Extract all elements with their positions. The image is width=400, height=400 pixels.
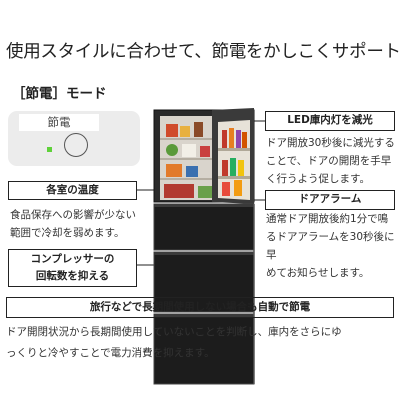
temperature-desc-line: 範囲で冷却を弱めます。	[10, 227, 125, 239]
compressor-title-line: コンプレッサーの	[30, 253, 115, 265]
door-bottle	[222, 160, 228, 176]
temperature-desc-line: 食品保存への影響が少ない	[10, 209, 136, 221]
long-absence-title: 旅行などで長期間使用しない場合も自動で節電	[6, 297, 394, 318]
long-absence-description: ドア開閉状況から長期間使用していないことを判断し、庫内をさらにゆ っくりと冷やす…	[6, 322, 398, 364]
door-shelf	[218, 176, 250, 179]
food-item	[164, 184, 194, 198]
control-panel: 節電	[8, 111, 140, 166]
drawer-handle	[154, 314, 254, 317]
door-bottle	[234, 180, 242, 196]
middle-drawer	[153, 203, 255, 251]
door-shelf	[218, 148, 250, 151]
food-item	[166, 144, 178, 156]
food-item	[198, 186, 212, 198]
led-desc-line: く行うよう促します。	[266, 173, 370, 185]
door-bottle	[222, 182, 230, 196]
power-saving-button-label: 節電	[19, 114, 99, 131]
indicator-led-icon	[47, 147, 52, 152]
temperature-feature-description: 食品保存への影響が少ない 範囲で冷却を弱めます。	[10, 206, 146, 242]
door-bottle	[238, 160, 244, 176]
mode-title: ［節電］モード	[12, 86, 107, 102]
door-bottle	[236, 130, 241, 148]
door-bottle	[229, 128, 234, 148]
drawer-handle	[154, 252, 254, 255]
food-item	[166, 164, 182, 177]
temperature-feature-title: 各室の温度	[8, 181, 137, 200]
food-item	[200, 146, 210, 157]
door-bottle	[230, 158, 236, 176]
food-item	[186, 166, 198, 177]
headline: 使用スタイルに合わせて、節電をかしこくサポート	[6, 42, 400, 62]
compressor-feature-title: コンプレッサーの 回転数を抑える	[8, 249, 137, 287]
shelf	[160, 178, 246, 180]
drawer-handle	[154, 204, 254, 207]
alarm-desc-line: るドアアラームを30秒後に早	[266, 231, 395, 261]
power-saving-button[interactable]	[64, 133, 88, 157]
door-alarm-feature-title: ドアアラーム	[265, 190, 395, 210]
led-feature-title: LED庫内灯を減光	[265, 111, 395, 131]
long-absence-desc-line: ドア開閉状況から長期間使用していないことを判断し、庫内をさらにゆ	[6, 326, 342, 338]
alarm-desc-line: 通常ドア開放後約1分で鳴	[266, 213, 389, 225]
food-item	[194, 122, 203, 137]
door-alarm-feature-description: 通常ドア開放後約1分で鳴 るドアアラームを30秒後に早 めてお知らせします。	[266, 210, 398, 282]
food-item	[166, 124, 178, 137]
lower-drawer	[153, 251, 255, 313]
long-absence-desc-line: っくりと冷やすことで電力消費を抑えます。	[6, 347, 215, 359]
door-bottle	[222, 130, 227, 148]
refrigerator-illustration	[153, 108, 255, 385]
shelf	[160, 138, 246, 140]
door-bottle	[242, 132, 247, 148]
shelf	[160, 158, 246, 160]
led-desc-line: ことで、ドアの開閉を手早	[266, 155, 392, 167]
food-item	[180, 126, 190, 137]
led-feature-description: ドア開放30秒後に減光する ことで、ドアの開閉を手早 く行うよう促します。	[266, 134, 398, 188]
compressor-title-line: 回転数を抑える	[35, 270, 110, 282]
led-desc-line: ドア開放30秒後に減光する	[266, 137, 395, 149]
food-item	[182, 144, 196, 157]
alarm-desc-line: めてお知らせします。	[266, 267, 370, 279]
